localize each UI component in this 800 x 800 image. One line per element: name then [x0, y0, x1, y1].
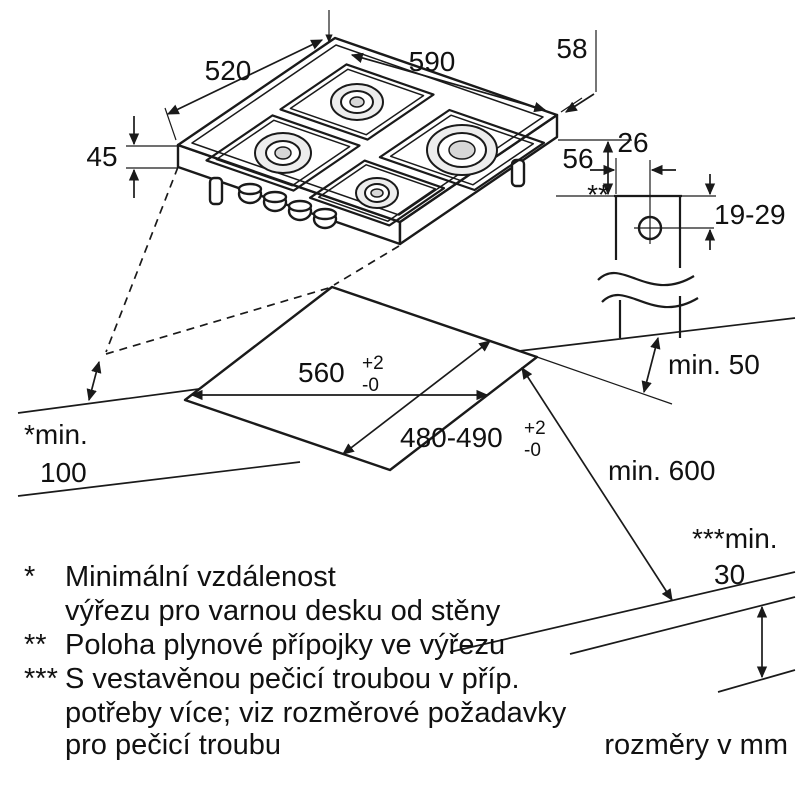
- gas-position-marker: **: [587, 179, 609, 210]
- dim-min30-label: ***min.: [692, 523, 778, 554]
- dimension-arrow: [564, 93, 595, 113]
- dimension-line: [350, 52, 547, 113]
- extension-line: [164, 107, 177, 141]
- dimension-line: [166, 39, 324, 115]
- dim-min600-label: min. 600: [608, 455, 715, 486]
- break-line: [601, 294, 699, 309]
- gas-connection-detail: [597, 160, 714, 338]
- dim-min50-label: min. 50: [668, 349, 760, 380]
- dimension-line: [342, 340, 491, 455]
- projection-line: [105, 286, 333, 355]
- pan-support-right: [378, 108, 546, 192]
- dim-590-label: 590: [409, 46, 456, 77]
- break-line: [597, 272, 695, 287]
- legend-text: výřezu pro varnou desku od stěny: [65, 595, 501, 627]
- pan-support-inner: [317, 164, 437, 222]
- dimension-min100: *min. 100: [24, 360, 102, 488]
- legend-text: pro pečicí troubu: [65, 729, 281, 761]
- pan-support-inner: [389, 114, 535, 186]
- legend-marker: *: [24, 561, 35, 593]
- legend-marker: **: [24, 629, 47, 661]
- dimension-56: 56: [556, 139, 632, 197]
- pan-support-front: [308, 159, 446, 227]
- legend: * Minimální vzdálenost výřezu pro varnou…: [24, 561, 788, 761]
- control-knob-top: [287, 199, 313, 213]
- control-knob-top: [312, 207, 338, 221]
- hob-foot-left: [208, 176, 224, 206]
- burner-left: [254, 132, 312, 174]
- dimension-45: 45: [86, 116, 178, 198]
- burner-cap: [274, 146, 292, 160]
- dimension-line: [521, 367, 673, 601]
- dimension-line: [86, 360, 102, 402]
- burner-cap: [349, 96, 365, 108]
- dim-560-tol-plus: +2: [362, 353, 384, 374]
- oven-top-line: [717, 669, 796, 693]
- dim-min100-value: 100: [40, 457, 87, 488]
- burner-cap: [370, 188, 384, 198]
- dim-56-label: 56: [562, 143, 593, 174]
- dim-26-label: 26: [617, 127, 648, 158]
- dim-480-tol-plus: +2: [524, 418, 546, 439]
- worktop-front-edge-left: [17, 461, 301, 497]
- control-knob-top: [237, 182, 263, 196]
- worktop-front-edge-right: [449, 571, 796, 653]
- dim-520-label: 520: [205, 55, 252, 86]
- pan-support-inner: [215, 119, 351, 187]
- dim-560-tol-minus: -0: [362, 375, 379, 396]
- dimension-58: 58: [556, 30, 597, 113]
- legend-text: Minimální vzdálenost: [65, 561, 336, 593]
- worktop-back-edge: [17, 388, 200, 414]
- dim-480-label: 480-490: [400, 422, 503, 453]
- dimension-590: 590: [350, 46, 583, 113]
- dimension-min600: min. 600: [521, 367, 715, 601]
- dim-58-label: 58: [556, 33, 587, 64]
- dimension-520: 520: [164, 10, 333, 141]
- leg-text: Poloha plynové přípojky ve výřezu: [65, 629, 505, 661]
- pan-support-outline: [378, 108, 546, 192]
- projection-line: [105, 166, 179, 353]
- legend-text: potřeby více; viz rozměrové požadavky: [65, 697, 567, 729]
- burner-cap: [448, 140, 476, 160]
- units-note: rozměry v mm: [604, 729, 788, 761]
- dimension-19-29: 19-29: [682, 174, 786, 250]
- pan-support-outline: [205, 114, 361, 192]
- dim-560-label: 560: [298, 357, 345, 388]
- dimension-min30: ***min. 30: [692, 523, 796, 693]
- legend-text: S vestavěnou pečicí troubou v příp.: [65, 663, 520, 695]
- control-knobs: [237, 182, 338, 230]
- worktop-back-edge: [518, 317, 796, 352]
- burner-front: [355, 177, 399, 209]
- dim-min100-label: *min.: [24, 419, 88, 450]
- dim-19-29-label: 19-29: [714, 199, 786, 230]
- dim-45-label: 45: [86, 141, 117, 172]
- burner-right-wok: [426, 124, 498, 176]
- legend-marker: ***: [24, 663, 58, 695]
- dim-min30-value: 30: [714, 559, 745, 590]
- pan-support-outline: [308, 159, 446, 227]
- dim-480-tol-minus: -0: [524, 440, 541, 461]
- control-knob-top: [262, 190, 288, 204]
- dimension-26: 26 **: [587, 127, 676, 210]
- burner-rear: [330, 83, 384, 121]
- pan-support-left: [205, 114, 361, 192]
- projection-line: [333, 245, 400, 286]
